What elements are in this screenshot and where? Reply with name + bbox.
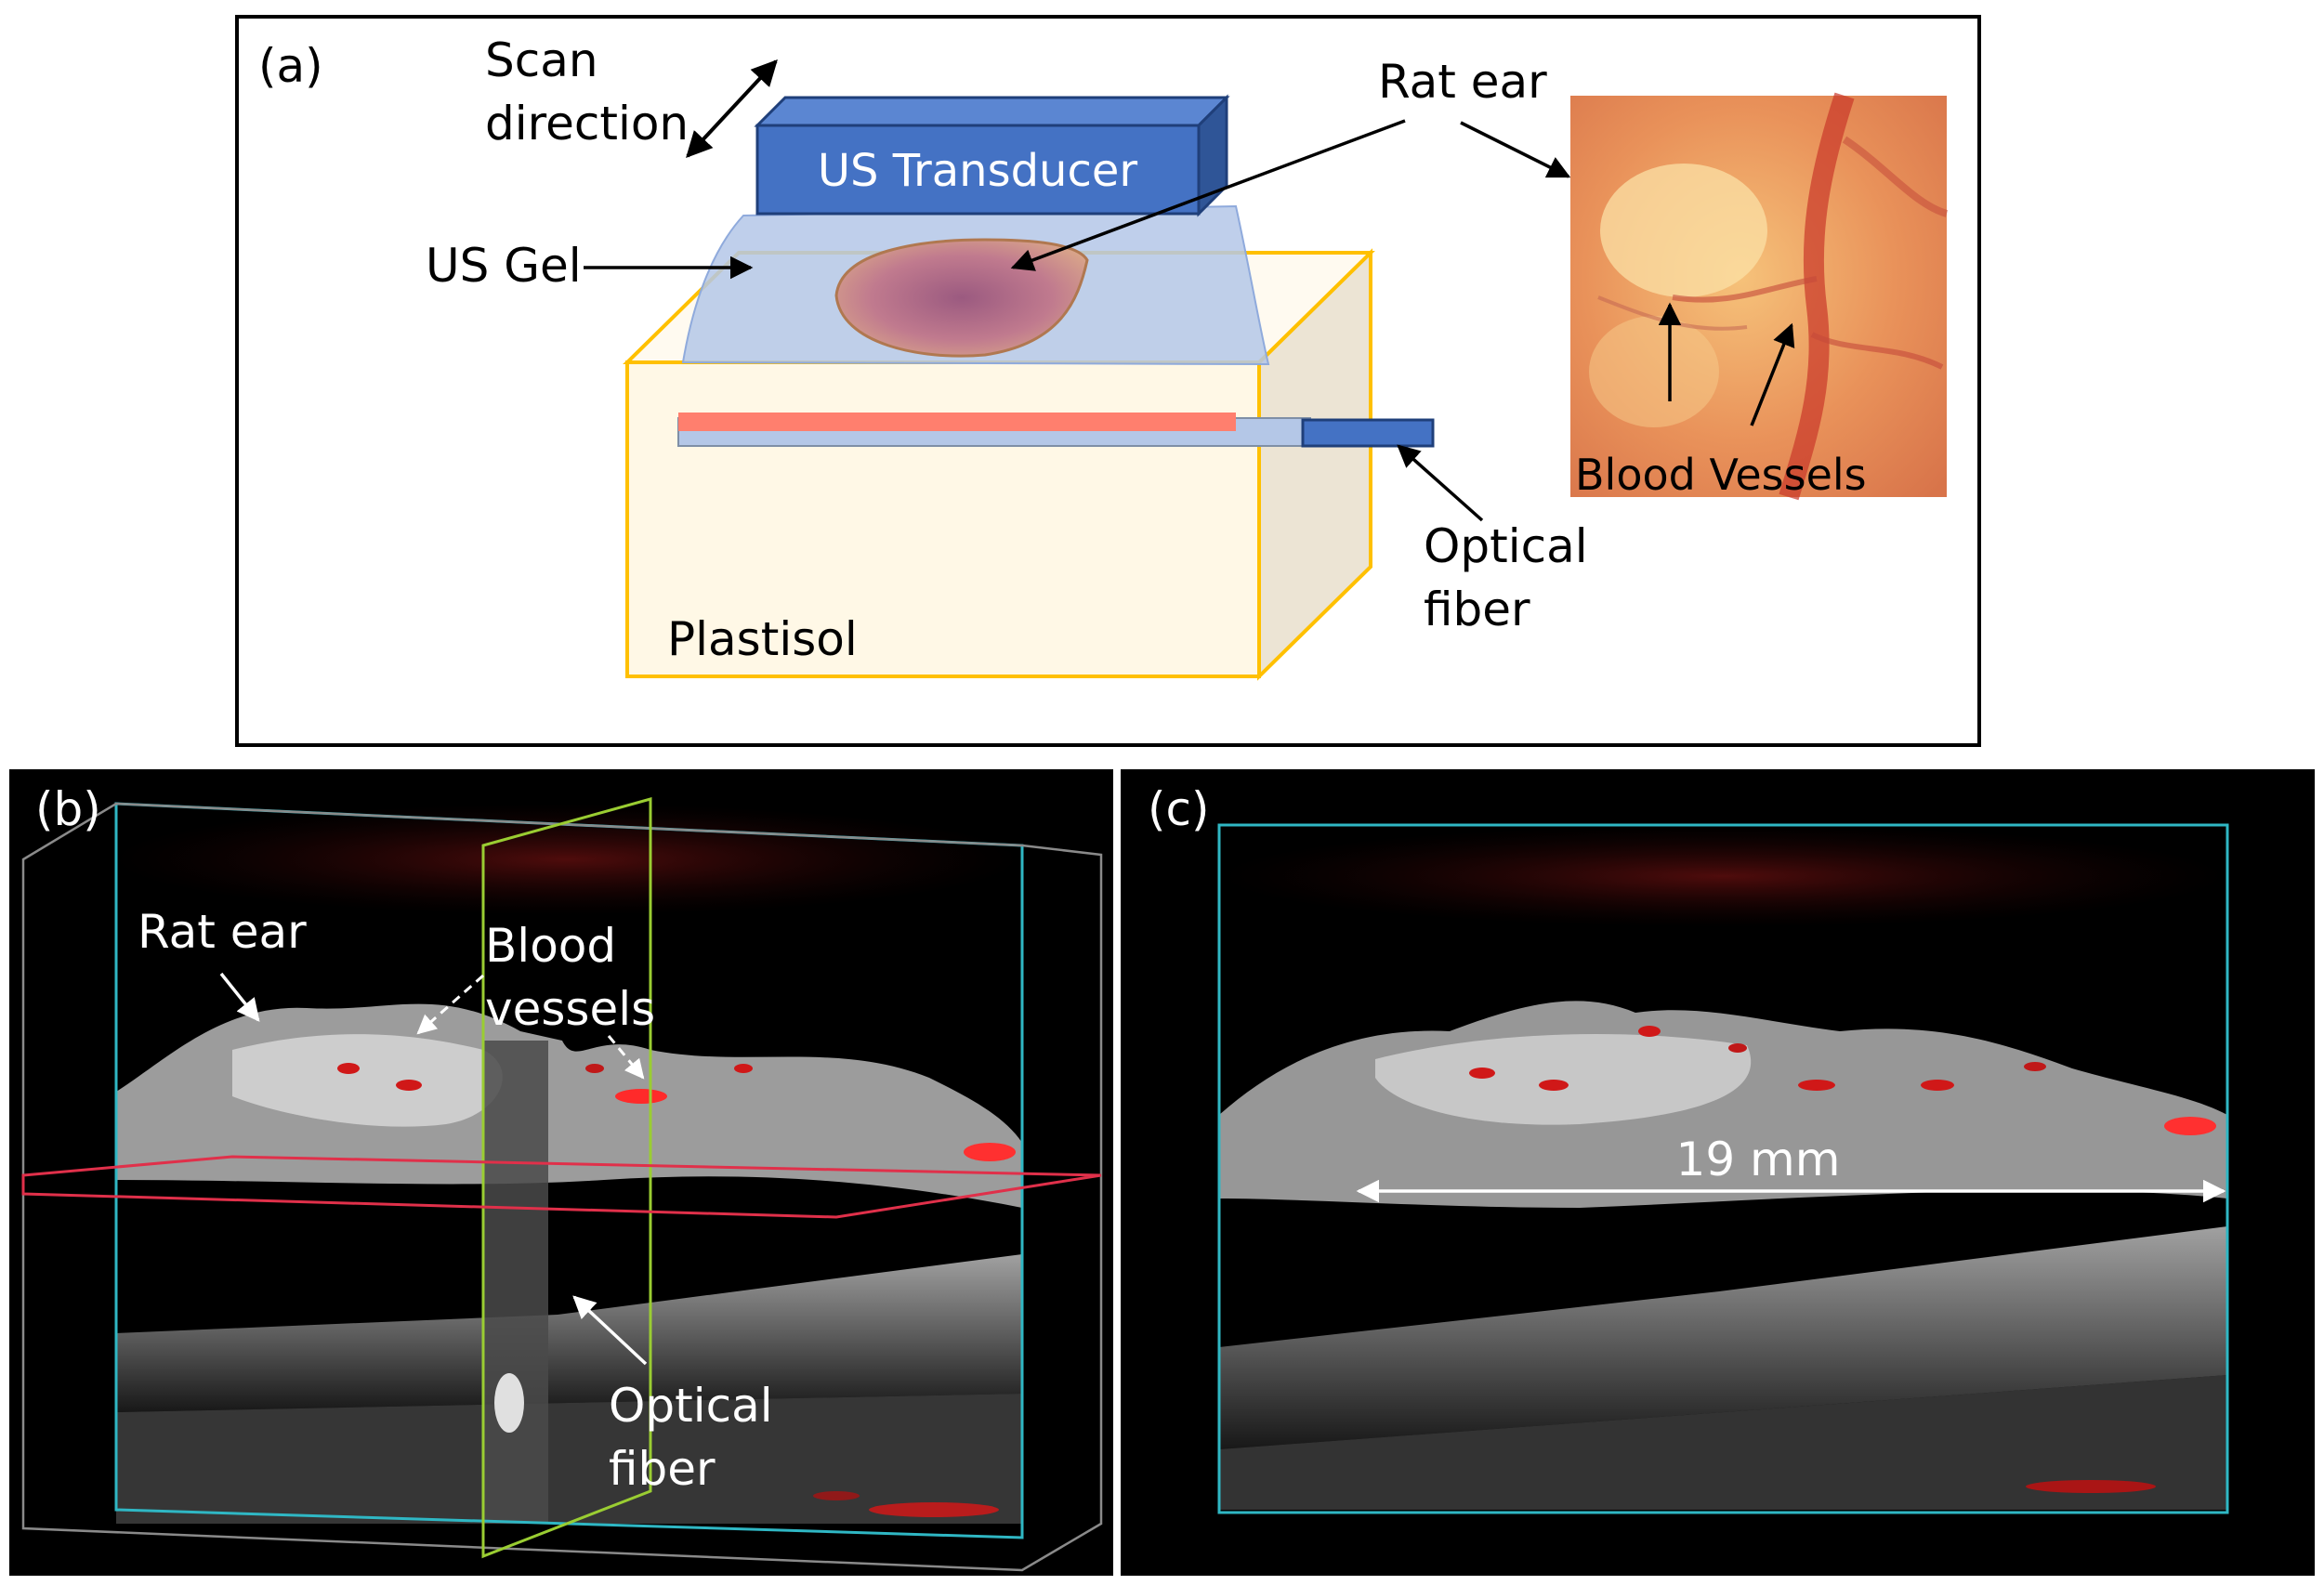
panel-divider — [1113, 769, 1121, 1576]
panel-c-vessel-spots — [1469, 1026, 2216, 1493]
panel-b-fiber-label-line2: fiber — [609, 1442, 716, 1496]
vessel-spot — [2026, 1480, 2156, 1493]
photo-vessel-branch-2 — [1810, 332, 1944, 370]
panel-b-red-plane — [21, 1155, 1102, 1219]
panel-b-vertical-slice — [483, 1041, 548, 1524]
panel-c-noise-band — [1219, 825, 2227, 927]
scan-direction-arrow — [686, 59, 778, 159]
photo-vessel-main — [1779, 92, 1855, 501]
panel-b-rat-ear-arrow — [219, 972, 260, 1022]
panel-b-vessels-label-line1: Blood — [485, 919, 616, 973]
optical-fiber-diagram — [677, 413, 1435, 448]
vessel-spot — [1728, 1043, 1747, 1053]
panel-b-tag: (b) — [35, 782, 101, 836]
panel-a-tag: (a) — [258, 39, 323, 93]
vessel-spot — [615, 1089, 667, 1104]
photo-vessel-branch-1 — [1672, 276, 1818, 303]
panel-b-vessel-spots — [337, 1063, 1016, 1517]
panel-b-green-plane — [481, 797, 652, 1559]
transducer-label: US Transducer — [818, 145, 1138, 197]
fiber-diffuser — [678, 413, 1236, 431]
panel-b-lower-speckle — [116, 1394, 1022, 1524]
photo-bright-region-2 — [1589, 316, 1719, 427]
vessel-spot — [2024, 1062, 2046, 1071]
panel-c-cyan-frame — [1217, 823, 2229, 1514]
transducer-top-face — [754, 96, 1230, 127]
scan-label-line2: direction — [485, 97, 689, 151]
vessel-spot — [396, 1080, 422, 1091]
panel-b-noise-band — [112, 804, 1022, 915]
fiber-arrow — [1397, 444, 1484, 522]
scan-label-line1: Scan — [485, 33, 598, 87]
panel-b-vessels-label-line2: vessels — [485, 982, 655, 1036]
panel-b-fiber-arrow — [572, 1295, 648, 1366]
vessel-spot — [964, 1143, 1016, 1161]
panel-b-gray-outline — [21, 802, 1103, 1572]
photo-background — [1570, 96, 1947, 497]
vessel-spot — [813, 1491, 860, 1500]
fiber-label-line2: fiber — [1424, 583, 1530, 636]
panel-b-rat-ear-label: Rat ear — [138, 905, 307, 959]
rat-ear-arrow-to-sample — [1010, 119, 1406, 271]
panel-b: (b) Rat ear Blood vessels Optical fiber — [9, 769, 1113, 1576]
vessel-spot — [2164, 1117, 2216, 1135]
gel-label: US Gel — [426, 239, 582, 293]
panel-c-ear-core — [1375, 1034, 1752, 1125]
vessel-spot — [1539, 1080, 1569, 1091]
rat-ear-photo: Blood Vessels — [1570, 92, 1949, 501]
fiber-label-line1: Optical — [1424, 519, 1588, 573]
fiber-connector — [1301, 418, 1435, 448]
panel-c-tag: (c) — [1148, 782, 1210, 836]
panel-b-fiber-label-line1: Optical — [609, 1379, 773, 1433]
vessel-spot — [1798, 1080, 1835, 1091]
panel-b-ear-core — [232, 1034, 503, 1127]
vessel-spot — [734, 1064, 753, 1073]
vessel-spot — [1638, 1026, 1661, 1037]
panel-c: 19 mm (c) — [1121, 769, 2315, 1576]
measurement-label: 19 mm — [1676, 1133, 1841, 1186]
vessels-label: Blood Vessels — [1575, 450, 1867, 500]
us-transducer: US Transducer — [754, 94, 1230, 217]
rat-ear-arrow-to-photo — [1460, 121, 1571, 178]
panel-b-fiber-band — [116, 1254, 1022, 1412]
panel-b-vessel-arrow-1 — [416, 974, 484, 1035]
vessel-spot — [1469, 1068, 1495, 1079]
panel-b-vessel-arrow-2 — [607, 1035, 645, 1080]
vessel-spot — [1921, 1080, 1954, 1091]
panel-c-lower-speckle — [1219, 1375, 2227, 1510]
vessel-spot — [337, 1063, 360, 1074]
plastisol-label: Plastisol — [667, 612, 858, 666]
photo-vessel-branch-4 — [1842, 136, 1949, 217]
photo-bright-region — [1600, 164, 1767, 297]
panel-a: (a) US Transducer Scan direction — [235, 15, 1981, 747]
vessel-spot — [869, 1502, 999, 1517]
rat-ear-label: Rat ear — [1378, 55, 1547, 109]
transducer-front-face — [755, 124, 1201, 216]
vessel-arrow-2 — [1750, 322, 1795, 426]
panel-b-slice-artifact — [494, 1373, 524, 1433]
vessel-spot — [585, 1064, 604, 1073]
